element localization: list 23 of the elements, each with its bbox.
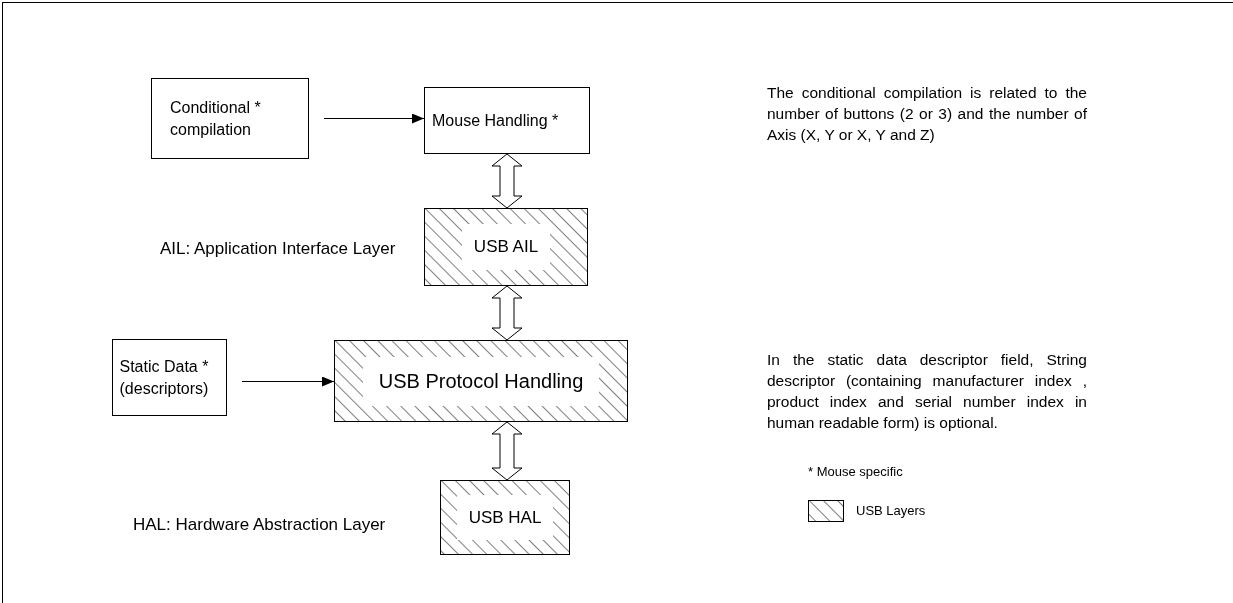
- arrow: [323, 113, 425, 124]
- legend-text: USB Layers: [856, 502, 926, 521]
- note-text: In the static data descriptor field, String descriptor (containing manufacturer index , product index and serial number index in human readable form) is optional.: [767, 350, 1087, 433]
- layer-caption: HAL: Hardware Abstraction Layer: [133, 514, 386, 536]
- node-text: USB HAL: [456, 494, 554, 541]
- node-text: Mouse Handling *: [432, 110, 560, 131]
- double-arrow: [491, 285, 523, 341]
- hatched-layer-box: [424, 208, 588, 286]
- double-arrow: [491, 153, 523, 209]
- node-text: USB Protocol Handling: [362, 356, 600, 406]
- double-arrow: [491, 421, 523, 481]
- layer-caption: AIL: Application Interface Layer: [160, 238, 396, 260]
- hatched-layer-box: [440, 480, 570, 555]
- node-text: Conditional * compilation: [170, 97, 262, 140]
- note-text: The conditional compilation is related to the number of buttons (2 or 3) and the number of Axis (X, Y or X, Y and Z): [767, 83, 1087, 145]
- node-text: Static Data * (descriptors): [119, 356, 210, 399]
- arrow: [241, 376, 335, 387]
- process-box: [424, 87, 590, 154]
- hatched-layer-box: [334, 340, 628, 422]
- process-box: [151, 78, 309, 159]
- node-text: USB AIL: [461, 224, 551, 270]
- legend-text: * Mouse specific: [808, 463, 903, 481]
- process-box: [112, 339, 227, 416]
